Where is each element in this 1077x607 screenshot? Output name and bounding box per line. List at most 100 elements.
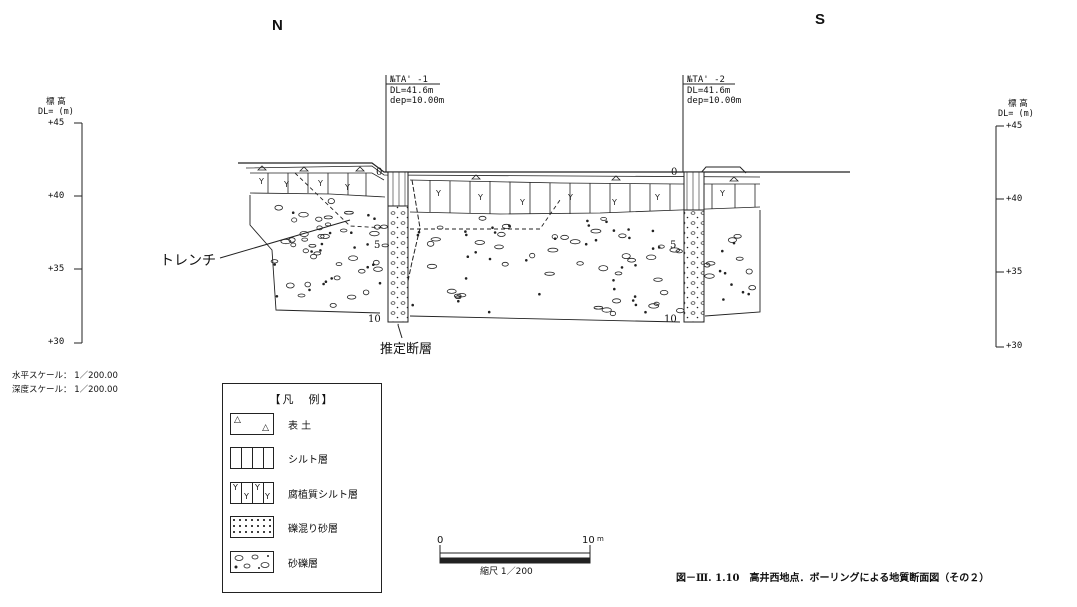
left-tick-40: +40 [48, 191, 65, 201]
boring1-dl: DL=41.6m [390, 86, 434, 96]
sand-grain [366, 265, 370, 269]
sand-grain [487, 310, 491, 314]
pebble [297, 293, 306, 298]
boring2-depth: dep=10.00m [687, 96, 742, 106]
sand-grain [651, 247, 655, 250]
pebble [627, 257, 636, 263]
pebble [298, 211, 309, 218]
pebble [621, 253, 631, 260]
vertical-scale: 深度スケール： 1／200.00 [12, 385, 118, 395]
sand-grain [651, 229, 655, 233]
pebble [547, 247, 559, 253]
legend-title: 【凡 例】 [269, 393, 335, 406]
sand-grain [320, 242, 324, 246]
pebble [340, 228, 348, 233]
left-tick-45: +45 [48, 118, 65, 128]
sand-grain [722, 298, 725, 301]
sand-grain [657, 246, 661, 249]
left-tick-35: +35 [48, 264, 65, 274]
gravel-pebbles [270, 198, 756, 317]
boring2-depth-10: 10 [664, 314, 677, 325]
pebble [494, 244, 504, 250]
right-tick-35: +35 [1006, 267, 1023, 277]
pebble [529, 252, 536, 259]
pebble [648, 303, 660, 309]
boring2-name: №TA' -2 [687, 75, 725, 85]
sand-grain [718, 269, 722, 273]
pebble [612, 298, 622, 304]
scale-bar-unit: m [597, 535, 604, 543]
pebble [381, 243, 389, 248]
boring1-depth: dep=10.00m [390, 96, 445, 106]
boring-header-frames [385, 75, 735, 172]
pebble [327, 198, 335, 205]
sand-grain [349, 231, 353, 235]
pebble [551, 234, 558, 240]
pebble [457, 293, 467, 298]
trench-label: トレンチ [160, 253, 216, 269]
legend-box: 【凡 例】 △ △ 表 土 シルト層 Y Y Y Y 腐植質シルト層 礫混り砂層 [222, 383, 382, 593]
legend-label-silt: シルト層 [288, 454, 328, 466]
pebble [430, 237, 442, 242]
legend-item-silt: シルト層 [230, 446, 328, 470]
pebble [369, 231, 380, 237]
svg-text:Y: Y [567, 193, 573, 202]
boring1-depth-10: 10 [368, 314, 381, 325]
left-axis-label-2: DL= (m) [38, 107, 74, 117]
pebble [704, 273, 715, 279]
sand-grain [587, 224, 591, 227]
sand-grain [634, 263, 637, 267]
pebble [436, 225, 444, 230]
sandy-gravel-swatch [230, 551, 274, 573]
humus-silt-swatch: Y Y Y Y [230, 482, 274, 504]
topsoil-band [245, 165, 761, 182]
sand-grain [644, 310, 647, 314]
sand-grain [308, 288, 311, 292]
sand-grain [741, 290, 745, 294]
svg-text:Y: Y [435, 189, 441, 198]
sand-grain [330, 277, 334, 280]
sand-grain [353, 246, 356, 249]
pebble [544, 271, 555, 276]
svg-text:Y: Y [317, 179, 323, 188]
sand-grain [631, 299, 635, 302]
scale-bar [439, 545, 591, 564]
pebble [646, 254, 657, 260]
pebble [274, 204, 283, 211]
svg-text:Y: Y [654, 193, 660, 202]
pebble [316, 225, 323, 231]
right-tick-45: +45 [1006, 121, 1023, 131]
boring1-depth-5: 5 [374, 240, 381, 251]
pebble [446, 288, 457, 294]
boring1-depth-0: 0 [376, 167, 383, 178]
sand-grain [493, 231, 497, 234]
pebble [733, 234, 742, 239]
sand-grain [324, 280, 328, 284]
sand-grain [378, 281, 382, 285]
south-label: S [815, 11, 826, 28]
right-axis-label-2: DL= (m) [998, 109, 1034, 119]
sand-grain [417, 230, 421, 234]
pebble [329, 302, 337, 308]
scale-bar-end: 10 [582, 535, 595, 546]
pebble [501, 261, 509, 267]
sand-grain [594, 238, 598, 242]
pebble [590, 228, 602, 234]
boring1-name: №TA' -1 [390, 75, 428, 85]
pebble [310, 253, 318, 260]
pebble [601, 307, 612, 313]
sand-grain [328, 231, 332, 235]
sand-grain [371, 263, 375, 267]
pebble [372, 259, 380, 266]
pebble [285, 282, 295, 289]
pebble [653, 277, 663, 282]
sand-grain [634, 303, 638, 307]
sand-grain [730, 283, 733, 286]
sand-grain [538, 292, 541, 296]
pebble [748, 285, 756, 291]
pebble [727, 237, 737, 243]
sand-grain [466, 255, 470, 259]
pebble [343, 210, 354, 215]
horizontal-scale: 水平スケール： 1／200.00 [12, 371, 118, 381]
